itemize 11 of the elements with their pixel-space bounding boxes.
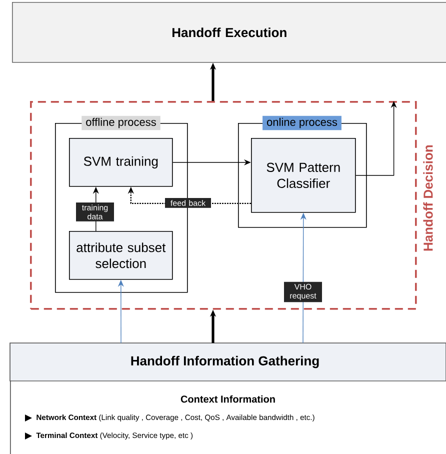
process-box: attribute subset selection — [69, 231, 173, 280]
section-heading: Context Information — [180, 395, 275, 403]
edge-label: VHO request — [284, 282, 322, 302]
group-tab: offline process — [82, 116, 160, 130]
edge-label: training data — [76, 202, 114, 222]
stage-box: Handoff Execution — [12, 2, 446, 63]
process-box: SVM training — [69, 138, 173, 187]
region-label: Handoff Decision — [423, 145, 433, 251]
group-tab: online process — [262, 116, 342, 130]
edge-label: feed back — [165, 198, 211, 208]
classifier-box: SVM Pattern Classifier — [251, 138, 356, 213]
